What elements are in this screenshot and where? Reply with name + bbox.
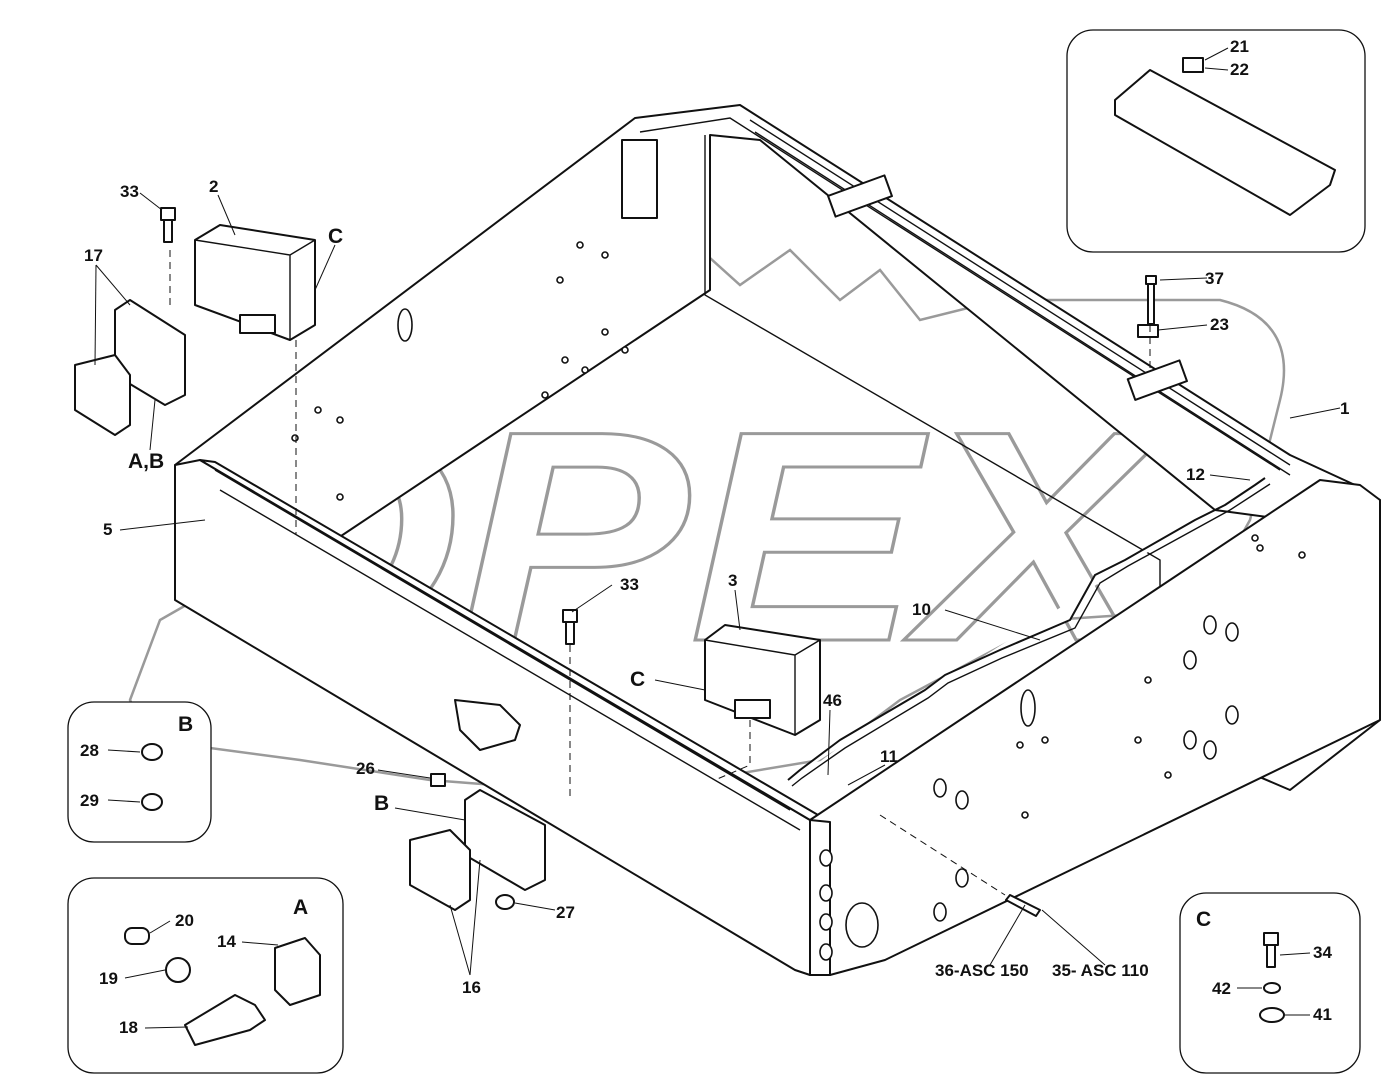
- bolt-33-lower: [562, 609, 578, 645]
- lamp-holder-2: [194, 224, 316, 341]
- callout-26: 26: [356, 759, 375, 778]
- bolt-33-upper: [160, 207, 176, 243]
- callout-c-lower: C: [630, 668, 645, 691]
- callout-37: 37: [1205, 269, 1224, 288]
- lamp-holder-3: [704, 624, 821, 736]
- callout-1: 1: [1340, 399, 1349, 418]
- inset-b-label: B: [178, 713, 193, 736]
- callout-36: 36-ASC 150: [935, 961, 1029, 980]
- top-rail: [621, 119, 1291, 476]
- callout-14: 14: [217, 932, 236, 951]
- callout-18: 18: [119, 1018, 138, 1037]
- lamp-17: [74, 299, 186, 436]
- bracket: [454, 699, 521, 751]
- inset-a-label: A: [293, 896, 308, 919]
- clamp-upper: [827, 174, 893, 218]
- parts-b: [141, 743, 163, 811]
- callout-35: 35- ASC 110: [1052, 961, 1149, 980]
- callout-c-upper: C: [328, 225, 343, 248]
- control-panel: [1114, 57, 1336, 216]
- clamp-23: [1137, 324, 1159, 338]
- callout-11: 11: [880, 747, 898, 766]
- parts-c: [1259, 932, 1285, 1023]
- frame-inner-top: [639, 117, 1281, 471]
- callout-27: 27: [556, 903, 575, 922]
- inset-c-label: C: [1196, 908, 1211, 931]
- plate-top: [621, 139, 658, 219]
- callout-33-lower: 33: [620, 575, 639, 594]
- callout-41: 41: [1313, 1005, 1332, 1024]
- callout-3: 3: [728, 571, 737, 590]
- clamp-lower: [1126, 359, 1188, 401]
- frame-holes: [291, 241, 1306, 961]
- callout-20: 20: [175, 911, 194, 930]
- callout-22: 22: [1230, 60, 1249, 79]
- inset-b: [67, 701, 212, 843]
- callout-12: 12: [1186, 465, 1205, 484]
- callout-46: 46: [823, 691, 842, 710]
- nut-26: [430, 773, 446, 787]
- callouts: 33 2 C 17 A,B 5 33 3 C 46 11 10 12 1 37 …: [80, 37, 1349, 1037]
- callout-5: 5: [103, 520, 112, 539]
- tube-10: [787, 477, 1271, 787]
- callout-29: 29: [80, 791, 99, 810]
- lamp-16: [409, 789, 546, 911]
- callout-10: 10: [912, 600, 931, 619]
- inset-a: [67, 877, 344, 1074]
- callout-34: 34: [1313, 943, 1332, 962]
- callout-23: 23: [1210, 315, 1229, 334]
- callout-b-main: B: [374, 792, 389, 815]
- parts-a: [124, 927, 321, 1046]
- bolt-37: [1145, 275, 1157, 325]
- callout-17: 17: [84, 246, 103, 265]
- bolt-35-36: [1005, 894, 1041, 917]
- nut-27: [495, 894, 515, 910]
- inset-labels: B A C: [178, 713, 1211, 931]
- callout-a-b: A,B: [128, 450, 164, 473]
- callout-33-upper: 33: [120, 182, 139, 201]
- callout-42: 42: [1212, 979, 1231, 998]
- callout-16: 16: [462, 978, 481, 997]
- callout-21: 21: [1230, 37, 1249, 56]
- callout-19: 19: [99, 969, 118, 988]
- assembly-lines: [169, 250, 1151, 896]
- frame-right-wall: [809, 479, 1381, 976]
- frame-top-rail: [214, 469, 801, 831]
- callout-2: 2: [209, 177, 218, 196]
- leader-lines: [94, 47, 1341, 1029]
- callout-28: 28: [80, 741, 99, 760]
